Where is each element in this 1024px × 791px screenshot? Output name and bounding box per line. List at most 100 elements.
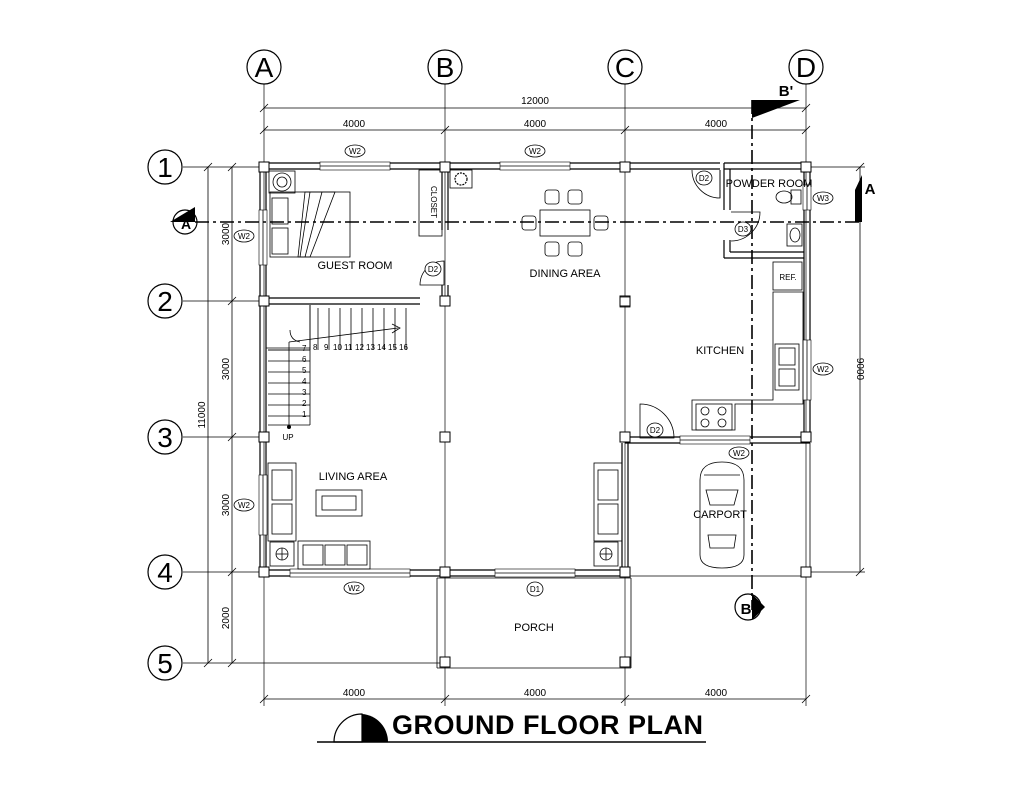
- tag-d1-text: D1: [530, 585, 541, 594]
- tag-d3-text: D3: [738, 225, 749, 234]
- refrigerator: [772, 261, 803, 291]
- stair-step-8: 8: [313, 343, 318, 352]
- tag-w2-kitchen: W2: [812, 362, 834, 376]
- room-label-dining-area: DINING AREA: [530, 268, 602, 280]
- toilet-icon: [775, 189, 802, 205]
- tag-w2-carport: W2: [728, 446, 750, 460]
- dim-left-overall: 11000: [197, 401, 208, 429]
- stair-step-6: 6: [302, 355, 307, 364]
- room-label-guest-room: GUEST ROOM: [318, 260, 393, 272]
- tag-d2-kitchen-door-text: D2: [699, 174, 710, 183]
- tag-d2-kitchen-door: D2: [695, 170, 713, 186]
- grid-label-3: 3: [157, 422, 173, 453]
- stair-numbers: 1 2 3 4 5 6 7 8 9 10 11 12 13 14 15 16: [302, 343, 408, 419]
- stair-step-13: 13: [366, 343, 375, 352]
- kitchen-counter: [691, 291, 804, 431]
- grid-bubble-1: 1: [147, 149, 183, 185]
- tag-w2-south: W2: [343, 581, 365, 595]
- dining-column-marker: [439, 296, 631, 443]
- grid-label-b: B: [436, 52, 455, 83]
- stair-step-2: 2: [302, 399, 307, 408]
- door-swings: [419, 169, 761, 439]
- tag-d2-carport: D2: [646, 422, 664, 438]
- stair-step-9: 9: [324, 343, 329, 352]
- plant-icon: [268, 170, 296, 194]
- sofa-west: [267, 462, 297, 542]
- stair-step-15: 15: [388, 343, 397, 352]
- grid-label-5: 5: [157, 648, 173, 679]
- stair-step-16: 16: [399, 343, 408, 352]
- room-label-ref: REF.: [779, 273, 796, 282]
- windows: [258, 161, 812, 578]
- tag-w2-north-2: W2: [524, 144, 546, 158]
- tag-w2-north-2-text: W2: [529, 147, 542, 156]
- stair-step-12: 12: [355, 343, 364, 352]
- tag-w2-west-2-text: W2: [238, 501, 251, 510]
- stair-up-label: UP: [282, 433, 293, 442]
- coffee-table: [315, 489, 363, 517]
- tag-w2-north-1: W2: [344, 144, 366, 158]
- dim-overall-width: 12000: [521, 96, 549, 107]
- dim-bottom-span-3: 4000: [705, 688, 728, 699]
- grid-label-4: 4: [157, 557, 173, 588]
- grid-label-c: C: [615, 52, 635, 83]
- title-symbol: [317, 713, 706, 743]
- dim-left-span-4: 2000: [221, 606, 232, 629]
- dim-top-span-2: 4000: [524, 119, 547, 130]
- stair-step-10: 10: [333, 343, 342, 352]
- room-label-closet: CLOSET: [429, 186, 438, 218]
- stair-step-1: 1: [302, 410, 307, 419]
- plant-icon-2: [449, 169, 473, 189]
- grid-label-2: 2: [157, 286, 173, 317]
- stair-step-7: 7: [302, 344, 307, 353]
- stair-step-5: 5: [302, 366, 307, 375]
- stair-step-3: 3: [302, 388, 307, 397]
- stairs: [268, 305, 407, 429]
- tag-w2-carport-text: W2: [733, 449, 746, 458]
- room-label-porch: PORCH: [514, 622, 554, 634]
- tag-d2-guest-text: D2: [428, 265, 439, 274]
- carport-outline: [628, 443, 811, 577]
- room-label-living-area: LIVING AREA: [319, 471, 388, 483]
- sofa-south: [297, 540, 371, 570]
- tag-w2-south-text: W2: [348, 584, 361, 593]
- section-label-b-prime: B': [779, 83, 793, 100]
- dimension-lines: [203, 103, 865, 704]
- car-icon: [699, 461, 745, 569]
- grid-bubble-2: 2: [147, 283, 183, 319]
- dim-right-overall: 9000: [854, 358, 865, 381]
- dining-table: [521, 189, 609, 257]
- side-table-icon: [269, 541, 619, 567]
- stair-step-14: 14: [377, 343, 386, 352]
- sink-icon: [786, 223, 803, 247]
- dim-top-span-3: 4000: [705, 119, 728, 130]
- tag-w2-west-1-text: W2: [238, 232, 251, 241]
- section-label-a-left: A: [181, 216, 191, 232]
- grid-bubble-c: C: [607, 49, 643, 85]
- tag-d1: D1: [526, 581, 544, 597]
- dim-left-span-1: 3000: [221, 222, 232, 245]
- drawing-title: GROUND FLOOR PLAN: [392, 710, 704, 740]
- section-label-a-right: A: [865, 181, 876, 198]
- room-label-kitchen: KITCHEN: [696, 345, 744, 357]
- stair-step-4: 4: [302, 377, 307, 386]
- tag-w3: W3: [812, 191, 834, 205]
- tag-w2-west-2: W2: [233, 498, 255, 512]
- tag-d2-carport-text: D2: [650, 426, 661, 435]
- section-line-b: [734, 100, 800, 621]
- bed: [269, 191, 351, 258]
- grid-bubble-4: 4: [147, 554, 183, 590]
- dim-bottom-span-1: 4000: [343, 688, 366, 699]
- dim-bottom-span-2: 4000: [524, 688, 547, 699]
- tag-w3-text: W3: [817, 194, 830, 203]
- sofa-east: [593, 462, 623, 542]
- tag-w2-north-1-text: W2: [349, 147, 362, 156]
- stair-step-11: 11: [344, 343, 353, 352]
- room-label-powder-room: POWDER ROOM: [726, 178, 813, 190]
- grid-label-1: 1: [157, 152, 173, 183]
- tag-w2-west-1: W2: [233, 229, 255, 243]
- grid-bubble-3: 3: [147, 419, 183, 455]
- grid-label-d: D: [796, 52, 816, 83]
- grid-label-a: A: [255, 52, 274, 83]
